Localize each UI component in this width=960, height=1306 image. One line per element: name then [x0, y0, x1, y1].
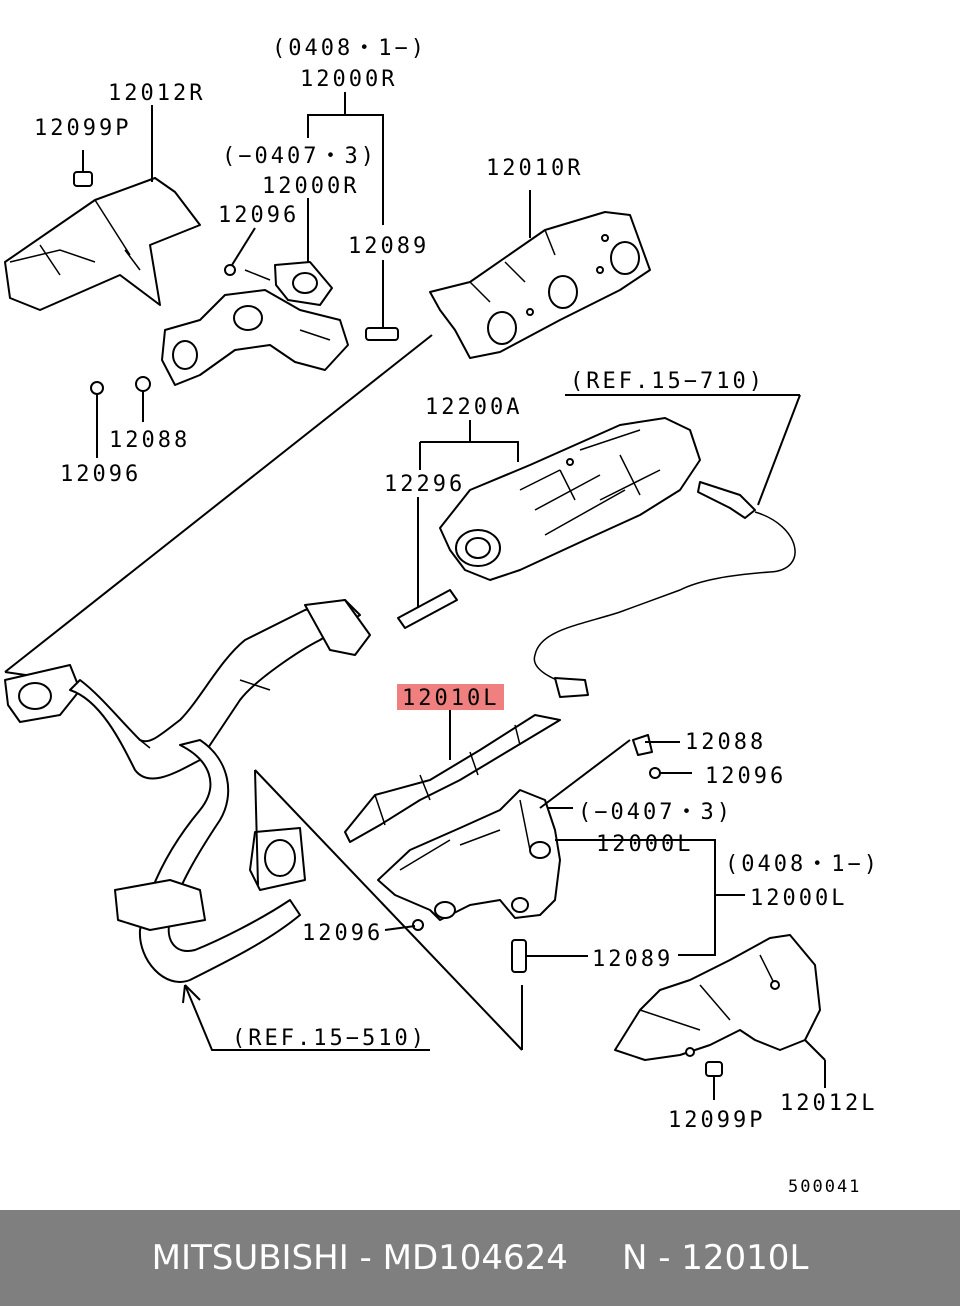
- label-ref-510: (REF.15−510): [232, 1026, 427, 1051]
- label-12200A: 12200A: [425, 395, 522, 420]
- label-12096-right: 12096: [705, 764, 786, 789]
- stud-12089-bottom: [511, 939, 588, 973]
- bolt-12099P-top: [73, 150, 93, 187]
- nut-12088-top: [135, 376, 151, 392]
- manifold-12000L: [377, 789, 561, 921]
- label-12012R: 12012R: [108, 81, 205, 106]
- footer-part-info: MITSUBISHI - MD104624 N - 12010L: [151, 1238, 809, 1278]
- heat-shield-12010R: [429, 211, 651, 359]
- bolt-12099P-bottom: [705, 1061, 723, 1100]
- manifold-12000R: [161, 261, 349, 386]
- stud-12296: [397, 497, 458, 629]
- catalytic-converter-12200A: [439, 417, 701, 581]
- label-0407-bottom: (−0407・3): [578, 800, 733, 825]
- label-12000L-a: 12000L: [596, 832, 693, 857]
- heat-shield-12010L: [344, 714, 561, 843]
- nut-12096-right: [649, 767, 661, 779]
- label-0408-top: (0408・1−): [272, 36, 427, 61]
- nut-12096-left: [90, 381, 104, 395]
- heat-cover-12012L: [614, 934, 821, 1061]
- label-12010L: 12010L: [402, 686, 499, 711]
- label-12096-left: 12096: [60, 462, 141, 487]
- oxygen-sensor: [533, 394, 801, 698]
- label-12089-bottom: 12089: [592, 947, 673, 972]
- label-12000R-mid: 12000R: [262, 174, 359, 199]
- footer-bar: MITSUBISHI - MD104624 N - 12010L: [0, 1210, 960, 1306]
- label-0408-bottom: (0408・1−): [725, 852, 880, 877]
- label-12088-top: 12088: [109, 428, 190, 453]
- label-12296: 12296: [384, 472, 465, 497]
- stud-12089-top: [365, 260, 399, 341]
- label-12099P-bottom: 12099P: [668, 1108, 765, 1133]
- label-0407-top: (−0407・3): [222, 144, 377, 169]
- label-12099P-top: 12099P: [34, 116, 131, 141]
- nut-12096-bottom: [412, 919, 424, 931]
- label-12010R: 12010R: [486, 156, 583, 181]
- label-12096-top: 12096: [218, 203, 299, 228]
- label-12096-bottom: 12096: [302, 921, 383, 946]
- diagram-code: 500041: [788, 1177, 861, 1197]
- label-12089-top: 12089: [348, 234, 429, 259]
- label-12088-right: 12088: [685, 730, 766, 755]
- label-12000R-top: 12000R: [300, 67, 397, 92]
- label-12012L: 12012L: [780, 1091, 877, 1116]
- label-ref-710: (REF.15−710): [570, 369, 765, 394]
- exhaust-manifold-diagram: 12012R 12099P (0408・1−) 12000R (−0407・3)…: [4, 36, 880, 1197]
- highlight-box: [397, 684, 504, 710]
- label-12000L-b: 12000L: [750, 886, 847, 911]
- front-pipe: [4, 599, 371, 983]
- nut-12088-right: [632, 734, 653, 756]
- heat-cover-12012R: [4, 177, 201, 311]
- nut-12096-top: [224, 264, 236, 276]
